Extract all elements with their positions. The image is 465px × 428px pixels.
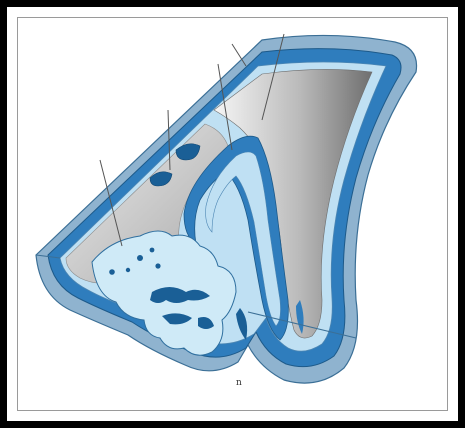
gland-dot-1 <box>137 255 143 261</box>
gland-dot-2 <box>150 248 155 253</box>
corner-mark: n <box>236 378 242 388</box>
gland-dot-3 <box>155 263 160 268</box>
gland-dot-4 <box>126 268 130 272</box>
gland-dot-5 <box>109 269 115 275</box>
